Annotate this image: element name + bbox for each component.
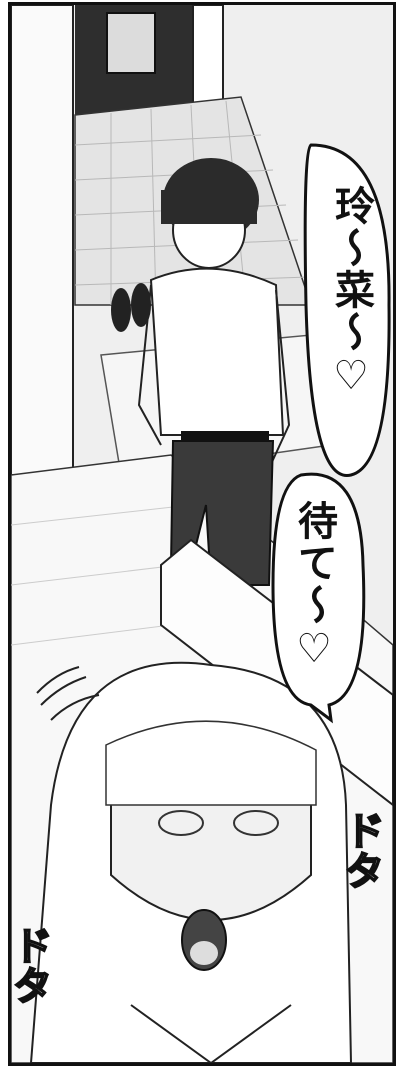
sfx-dota-right: ドタ <box>337 809 385 891</box>
motion-lines <box>36 666 100 721</box>
sfx-dota-left: ドタ <box>8 924 53 1006</box>
step-railing <box>160 538 393 807</box>
shoe-right <box>131 283 151 327</box>
speech-text-1: 玲〜菜〜♡ <box>328 185 374 401</box>
manga-panel: 玲〜菜〜♡ 待て〜♡ ドタ ドタ <box>8 2 396 1066</box>
speech-text-2: 待て〜♡ <box>291 500 337 674</box>
panel-illustration <box>11 5 393 1063</box>
speech-bubble-1 <box>303 143 391 477</box>
shoe-left <box>111 288 131 332</box>
girl-figure <box>29 661 353 1063</box>
speech-bubble-2 <box>271 472 366 724</box>
man-figure <box>137 158 291 588</box>
